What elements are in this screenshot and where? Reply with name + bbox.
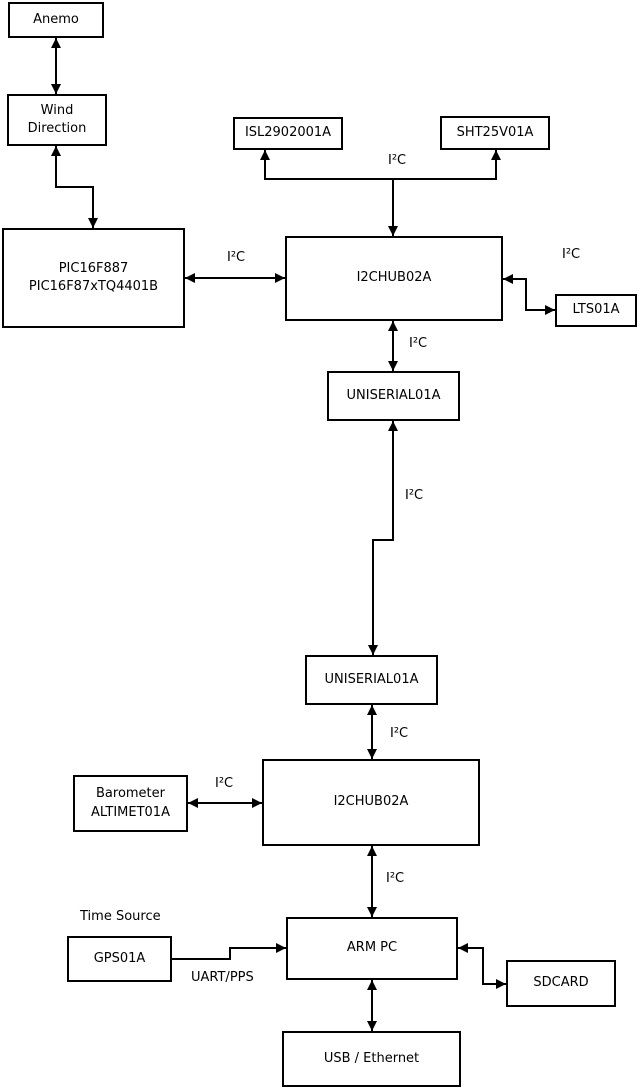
block-label: GPS01A	[93, 950, 146, 966]
block-sht25v01a: SHT25V01A	[440, 116, 550, 150]
bus-label-i2c-hub-uniserial: I²C	[409, 336, 428, 351]
block-label: I2CHUB02A	[333, 794, 409, 810]
block-barometer-altimet01a: Barometer ALTIMET01A	[73, 775, 188, 832]
block-label: SDCARD	[533, 975, 589, 991]
block-lts01a: LTS01A	[555, 294, 637, 327]
bus-label-i2c-uniserial-hub2: I²C	[390, 726, 409, 741]
block-label-line1: PIC16F887	[58, 260, 129, 276]
connector-winddirection-pic	[51, 146, 98, 228]
bus-label-i2c-isl-sht: I²C	[388, 153, 407, 168]
block-label: ISL2902001A	[244, 125, 332, 141]
block-pic16f887: PIC16F887 PIC16F87xTQ4401B	[2, 228, 185, 328]
block-label: Anemo	[33, 11, 79, 27]
bus-label-i2c-uniserial-link: I²C	[405, 488, 424, 503]
block-sdcard: SDCARD	[506, 960, 616, 1007]
connector-armpc-sdcard	[458, 943, 506, 989]
block-i2chub02a-bottom: I2CHUB02A	[262, 759, 480, 846]
label-uart-pps: UART/PPS	[191, 970, 254, 985]
block-label: LTS01A	[572, 302, 620, 318]
block-label: I2CHUB02A	[356, 270, 432, 286]
connector-gps-armpc	[172, 943, 286, 960]
block-label: UNISERIAL01A	[346, 387, 441, 403]
connector-uniserial1-uniserial2	[368, 421, 398, 655]
block-label-line1: Wind	[40, 102, 74, 118]
block-label: USB / Ethernet	[323, 1050, 420, 1066]
bus-label-i2c-hub-lts: I²C	[562, 247, 581, 262]
block-arm-pc: ARM PC	[286, 917, 458, 980]
block-wind-direction: Wind Direction	[7, 94, 107, 146]
block-uniserial01a-top: UNISERIAL01A	[327, 371, 460, 421]
block-label-line2: Direction	[27, 121, 87, 136]
block-usb-ethernet: USB / Ethernet	[282, 1031, 461, 1087]
block-label-line2: PIC16F87xTQ4401B	[28, 279, 159, 294]
connector-i2chub-lts	[503, 274, 555, 315]
block-label-line1: Barometer	[96, 786, 165, 802]
connector-bus-isl-sht	[260, 150, 501, 180]
block-isl2902001a: ISL2902001A	[233, 117, 343, 150]
bus-label-i2c-pic-hub: I²C	[227, 250, 246, 265]
block-i2chub02a-top: I2CHUB02A	[285, 236, 503, 321]
block-gps01a: GPS01A	[67, 936, 172, 982]
label-time-source: Time Source	[80, 909, 161, 924]
bus-label-i2c-barometer-hub2: I²C	[215, 776, 234, 791]
block-anemo: Anemo	[8, 2, 104, 38]
block-label: ARM PC	[346, 940, 398, 956]
block-label: SHT25V01A	[456, 124, 534, 140]
bus-label-i2c-hub2-armpc: I²C	[386, 871, 405, 886]
block-uniserial01a-bottom: UNISERIAL01A	[305, 655, 438, 705]
block-label: UNISERIAL01A	[324, 671, 419, 687]
block-label-line2: ALTIMET01A	[91, 804, 170, 820]
